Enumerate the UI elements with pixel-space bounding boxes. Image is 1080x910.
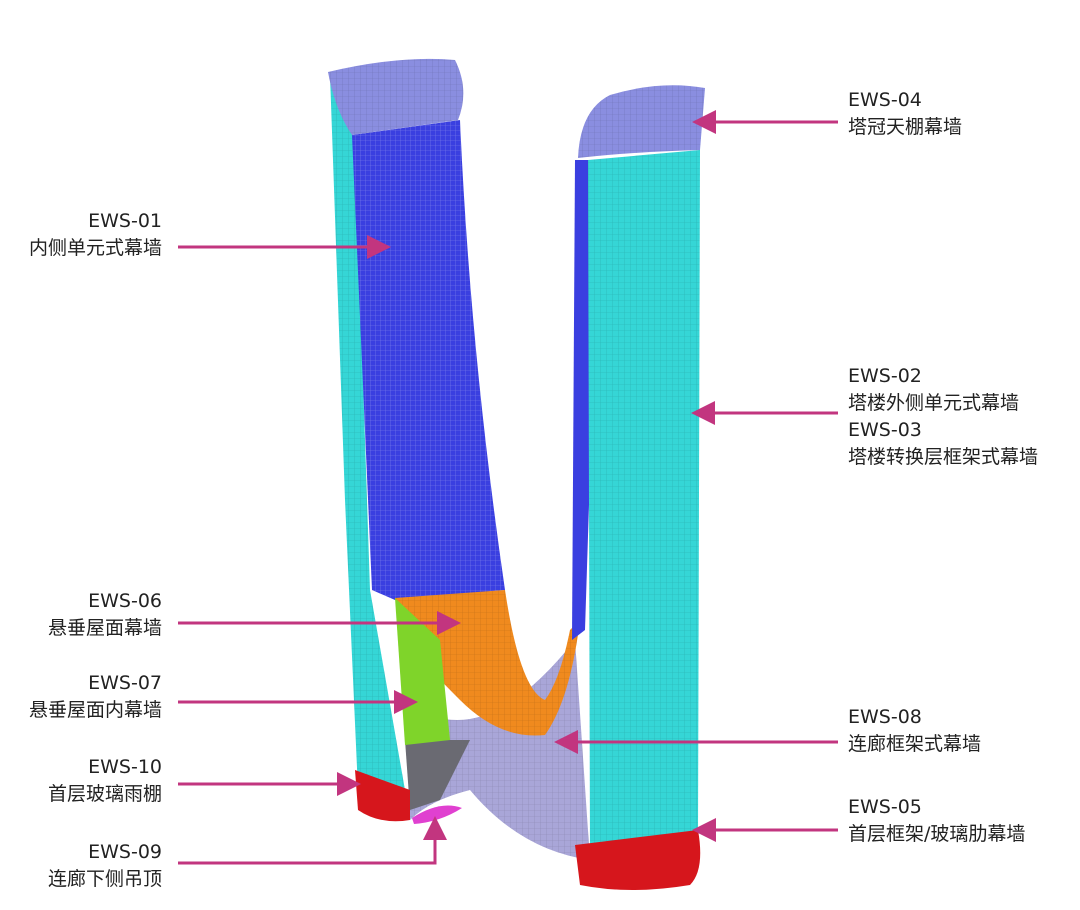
label-name: 首层框架/玻璃肋幕墙 [848, 823, 1026, 845]
label-name: 塔冠天棚幕墙 [848, 116, 963, 138]
label-ews01: EWS-01 内侧单元式幕墙 [0, 208, 162, 262]
label-code: EWS-10 [88, 756, 162, 778]
label-code: EWS-05 [848, 796, 922, 818]
label-code: EWS-09 [88, 841, 162, 863]
label-code: EWS-04 [848, 89, 922, 111]
label-name: 内侧单元式幕墙 [28, 237, 162, 259]
label-ews04: EWS-04 塔冠天棚幕墙 [848, 87, 962, 141]
right-tower [572, 85, 705, 890]
label-name: 悬垂屋面内幕墙 [28, 699, 162, 721]
label-ews07: EWS-07 悬垂屋面内幕墙 [0, 670, 162, 724]
label-ews08: EWS-08 连廊框架式幕墙 [848, 704, 981, 758]
label-ews09: EWS-09 连廊下侧吊顶 [0, 839, 162, 893]
label-ews02-03: EWS-02 塔楼外侧单元式幕墙 EWS-03 塔楼转换层框架式幕墙 [848, 363, 1038, 471]
label-ews10: EWS-10 首层玻璃雨棚 [0, 754, 162, 808]
label-code: EWS-07 [88, 672, 162, 694]
bridge-facade-ews08 [405, 640, 590, 860]
label-code: EWS-02 [848, 365, 922, 387]
arrow-ews09 [178, 816, 447, 865]
label-name: 连廊框架式幕墙 [848, 733, 982, 755]
label-name: 悬垂屋面幕墙 [47, 617, 162, 639]
label-name: 塔楼转换层框架式幕墙 [848, 446, 1039, 468]
label-name: 塔楼外侧单元式幕墙 [848, 392, 1020, 414]
label-code: EWS-08 [848, 706, 922, 728]
label-name: 首层玻璃雨棚 [47, 783, 162, 805]
label-code: EWS-03 [848, 419, 922, 441]
label-code: EWS-01 [88, 210, 162, 232]
label-code: EWS-06 [88, 590, 162, 612]
label-ews05: EWS-05 首层框架/玻璃肋幕墙 [848, 794, 1025, 848]
label-name: 连廊下侧吊顶 [47, 868, 162, 890]
leader-arrows [178, 110, 838, 865]
label-ews06: EWS-06 悬垂屋面幕墙 [0, 588, 162, 642]
